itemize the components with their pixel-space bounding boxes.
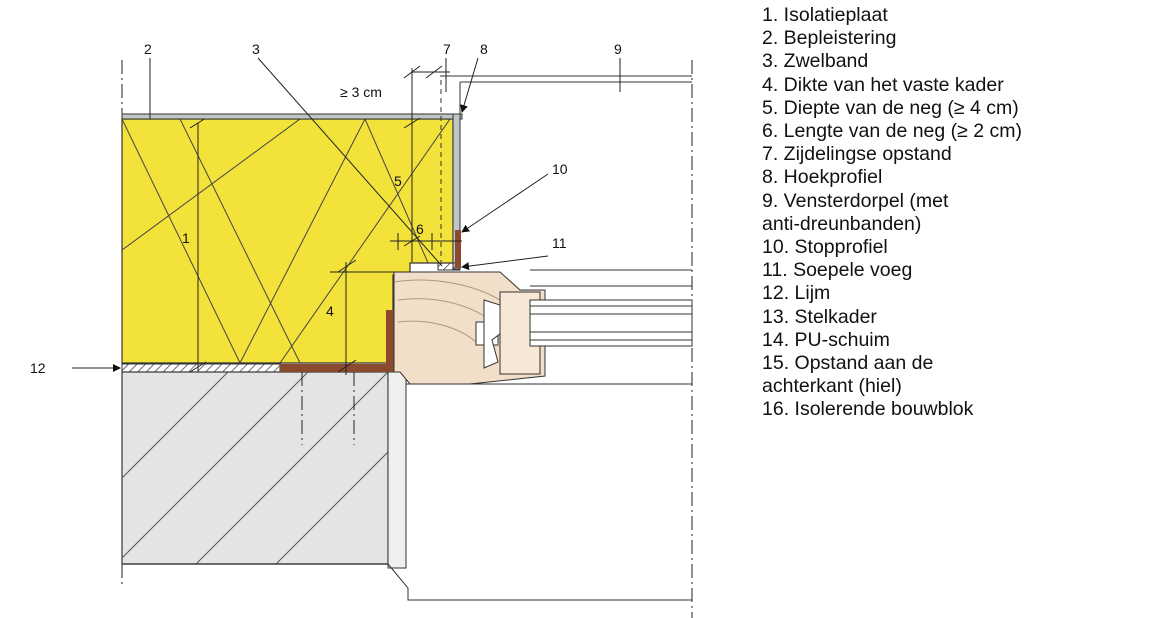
legend-item-12: 12. Lijm: [762, 282, 831, 305]
callout-1: 1: [182, 230, 190, 246]
stop-profile: [455, 230, 461, 268]
legend-item-10: 10. Stopprofiel: [762, 236, 888, 259]
legend-item-15: 15. Opstand aan de achterkant (hiel): [762, 352, 934, 398]
legend-item-8: 8. Hoekprofiel: [762, 166, 883, 189]
legend-item-11: 11. Soepele voeg: [762, 259, 913, 282]
callout-10: 10: [552, 161, 568, 177]
window-frame: [393, 271, 546, 385]
legend-item-13: 13. Stelkader: [762, 305, 877, 328]
callout-6: 6: [416, 221, 424, 237]
legend-item-9: 9. Vensterdorpel (met anti-dreunbanden): [762, 189, 949, 235]
legend-item-16: 16. Isolerende bouwblok: [762, 398, 974, 421]
legend-item-4: 4. Dikte van het vaste kader: [762, 73, 1004, 96]
legend-item-14: 14. PU-schuim: [762, 328, 890, 351]
callout-labels: 2 3 7 8 9 ≥ 3 cm 5 10 6 1 11 4 12: [30, 41, 622, 376]
callout-12: 12: [30, 360, 46, 376]
legend-item-1: 1. Isolatieplaat: [762, 4, 888, 26]
callout-2: 2: [144, 41, 152, 57]
swelling-tape: [280, 310, 394, 372]
dimension-min-reveal: ≥ 3 cm: [340, 84, 382, 100]
callout-8: 8: [480, 41, 488, 57]
glazing: [529, 269, 693, 347]
glue-layer: [121, 363, 281, 373]
legend-item-5: 5. Diepte van de neg (≥ 4 cm): [762, 96, 1019, 119]
construction-detail-drawing: 2 3 7 8 9 ≥ 3 cm 5 10 6 1 11 4 12: [30, 41, 693, 618]
legend-item-2: 2. Bepleistering: [762, 27, 897, 50]
callout-3: 3: [252, 41, 260, 57]
callout-7: 7: [443, 41, 451, 57]
legend-item-7: 7. Zijdelingse opstand: [762, 143, 952, 166]
callout-5: 5: [394, 173, 402, 189]
insulation-board: [121, 117, 454, 373]
legend-item-3: 3. Zwelband: [762, 50, 869, 73]
lower-reveal-outline: [387, 371, 692, 601]
legend-list: 1. Isolatieplaat 2. Bepleistering 3. Zwe…: [762, 4, 1166, 422]
leader-lines: [72, 57, 621, 372]
callout-9: 9: [614, 41, 622, 57]
callout-11: 11: [552, 235, 567, 251]
callout-4: 4: [326, 303, 334, 319]
legend-item-6: 6. Lengte van de neg (≥ 2 cm): [762, 120, 1023, 143]
insulating-building-block: [121, 371, 389, 565]
